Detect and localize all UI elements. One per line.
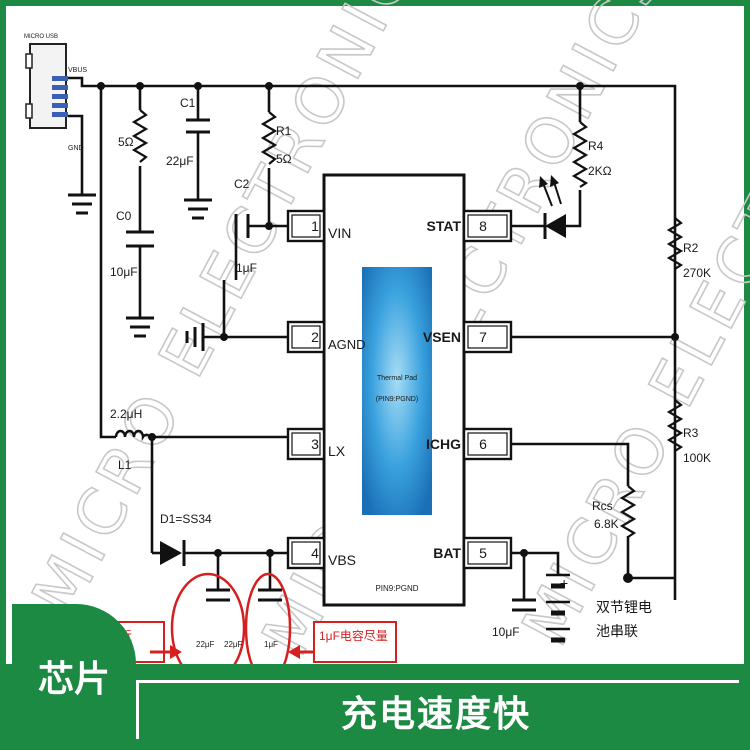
footer-tag-badge [12,604,136,738]
note-right: 1μF电容尽量 [319,628,388,643]
battery-label-2: 池串联 [596,623,638,639]
label-r3-value: 100K [683,451,711,465]
label-rcs: Rcs [592,499,613,513]
footer-slogan: 充电速度快 [340,694,531,735]
pin-2-number: 2 [311,329,319,345]
label-r4: R4 [588,139,604,153]
label-r2-value: 270K [683,266,711,280]
label-c-out2: 22μF [224,640,243,649]
label-r2: R2 [683,241,699,255]
resistor-r3 [666,399,684,452]
label-d1: D1=SS34 [160,512,212,526]
gnd-label: GND [68,145,84,152]
ground-symbols [68,193,212,351]
chip-bottom-label: PIN9:PGND [375,584,418,593]
footer-tag: 芯片 [37,659,110,700]
pin-1-name: VIN [328,225,351,241]
led-indicator [539,175,566,239]
resistors [131,109,684,538]
pin-3-number: 3 [311,436,319,452]
pin-labels: 1 VIN 2 AGND 3 LX 4 VBS 8 STAT 7 VSEN 6 … [311,218,487,568]
label-l1: L1 [118,458,132,472]
resistor-5ohm-top [131,109,149,163]
pin-3-name: LX [328,443,346,459]
pin-8-name: STAT [427,218,462,234]
label-r1: R1 [276,124,292,138]
pin-8-number: 8 [479,218,487,234]
label-c-bat: 10μF [492,625,520,639]
pin-4-name: VBS [328,552,356,568]
pin-7-number: 7 [479,329,487,345]
junctions [97,82,679,583]
charger-chip [322,173,466,607]
label-c0-value: 10μF [110,265,138,279]
label-c2-value: 1μF [236,261,257,275]
label-r-top-value: 5Ω [118,135,134,149]
footer-band-outline [136,680,739,739]
label-r3: R3 [683,426,699,440]
pin-4-number: 4 [311,545,319,561]
pin-6-name: ICHG [426,436,461,452]
pin-1-number: 1 [311,218,319,234]
thermal-pad-label: Thermal Pad [377,375,417,382]
label-c-out1: 22μF [196,640,215,649]
component-labels: 5Ω C1 22μF R1 5Ω C2 1μF C0 10μF R4 2KΩ R… [110,96,711,649]
pin-boxes [286,209,513,570]
label-rcs-value: 6.8K [594,517,619,531]
pin-5-name: BAT [433,545,461,561]
pin-5-number: 5 [479,545,487,561]
label-r4-value: 2KΩ [588,164,612,178]
thermal-pad [362,267,432,515]
label-r1-value: 5Ω [276,152,292,166]
pin-7-name: VSEN [423,329,461,345]
resistor-r4 [571,121,589,188]
vbus-label: VBUS [68,67,87,74]
resistor-r2 [666,217,684,270]
pin-2-name: AGND [328,337,366,352]
battery-symbol [546,573,570,643]
battery-plus: + [560,575,568,591]
label-c1: C1 [180,96,196,110]
thermal-pad-sublabel: (PIN9:PGND) [376,396,418,403]
usb-connector-label: MICRO USB [24,34,58,40]
label-c1-value: 22μF [166,154,194,168]
label-c2: C2 [234,177,250,191]
label-c-out3: 1μF [264,640,278,649]
inductor-l1 [114,429,152,442]
resistor-r1 [260,111,278,165]
capacitors [126,118,536,612]
diode-d1 [160,540,186,566]
resistor-rcs [619,485,637,538]
label-c0: C0 [116,209,132,223]
label-l1-value: 2.2μH [110,407,142,421]
battery-label-1: 双节锂电 [596,599,652,615]
usb-connector: MICRO USB VBUS GND [24,34,87,152]
pin-6-number: 6 [479,436,487,452]
